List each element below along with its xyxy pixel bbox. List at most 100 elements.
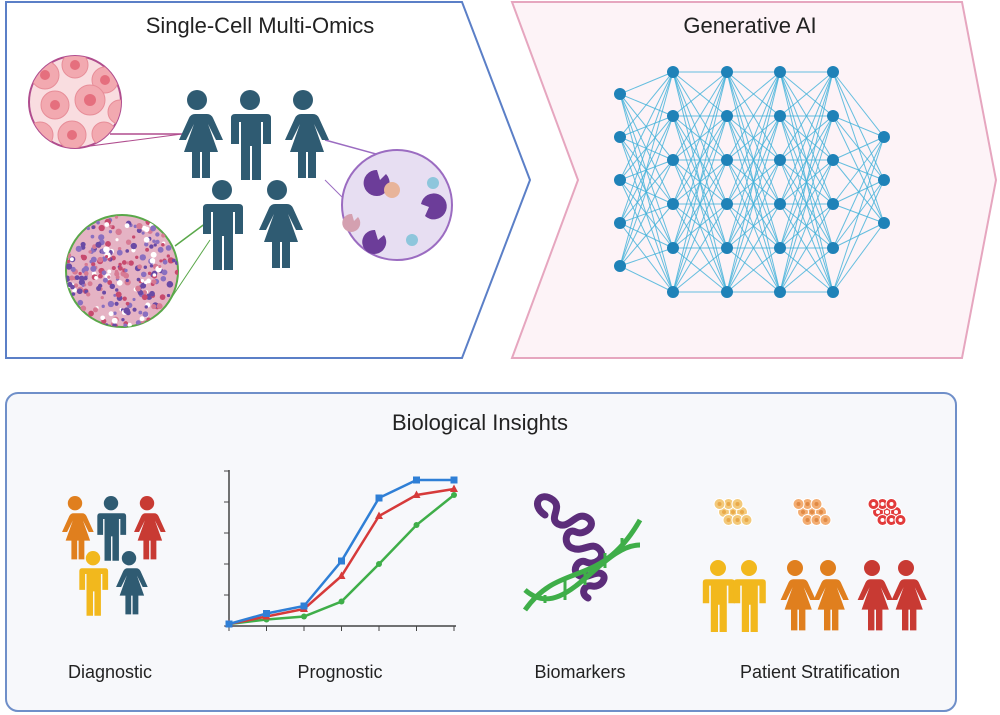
cluster-cell-nucleus bbox=[805, 502, 810, 506]
tissue-cell bbox=[104, 222, 110, 227]
network-edge bbox=[779, 71, 834, 249]
network-edge bbox=[726, 71, 781, 117]
insights-panel-title: Biological Insights bbox=[391, 410, 569, 435]
tissue-cell bbox=[140, 278, 145, 283]
tissue-cell bbox=[98, 234, 105, 241]
network-edge bbox=[779, 115, 834, 293]
tissue-cell bbox=[66, 275, 71, 282]
network-edge bbox=[619, 71, 674, 224]
tissue-cell bbox=[90, 234, 95, 239]
network-edge bbox=[726, 115, 781, 293]
tissue-cell bbox=[83, 275, 88, 281]
tissue-cell bbox=[149, 244, 154, 249]
network-edge bbox=[832, 136, 885, 205]
tissue-cell bbox=[138, 310, 143, 315]
series-point-2 bbox=[413, 522, 420, 528]
tissue-cell bbox=[155, 232, 160, 237]
tissue-cell bbox=[160, 275, 167, 282]
cluster-cell-nucleus bbox=[889, 502, 894, 506]
tissue-cell bbox=[96, 220, 100, 225]
network-node bbox=[827, 198, 839, 210]
tissue-cell bbox=[135, 255, 139, 259]
cell-cluster-red bbox=[867, 498, 907, 526]
network-node bbox=[827, 242, 839, 254]
network-edge bbox=[672, 159, 728, 293]
network-edge bbox=[832, 136, 885, 293]
tissue-cell bbox=[141, 231, 145, 235]
network-node bbox=[667, 110, 679, 122]
cluster-cell-nucleus bbox=[801, 510, 805, 514]
cluster-cell-nucleus bbox=[898, 518, 903, 522]
series-point-2 bbox=[301, 613, 307, 620]
tissue-cell bbox=[80, 241, 86, 247]
tissue-cell bbox=[101, 304, 105, 308]
network-edge bbox=[672, 203, 728, 293]
tissue-cell bbox=[113, 311, 117, 315]
cluster-cell-nucleus bbox=[880, 502, 885, 506]
tissue-cell bbox=[123, 272, 130, 279]
tissue-cell bbox=[125, 249, 130, 253]
tissue-cell bbox=[144, 305, 148, 309]
network-edge bbox=[619, 115, 674, 267]
tissue-cell bbox=[152, 239, 156, 244]
tissue-cell bbox=[86, 292, 91, 297]
tissue-cell bbox=[114, 215, 119, 219]
tissue-cell bbox=[139, 316, 145, 322]
network-node bbox=[614, 174, 626, 186]
tissue-cell bbox=[174, 269, 178, 275]
tissue-cell bbox=[166, 281, 174, 288]
tissue-cell bbox=[75, 245, 82, 252]
cluster-cell-nucleus bbox=[885, 510, 889, 514]
cluster-cell-nucleus bbox=[805, 518, 810, 522]
tissue-cell bbox=[132, 297, 136, 301]
cluster-cell-nucleus bbox=[876, 510, 880, 514]
cluster-cell-nucleus bbox=[740, 510, 744, 514]
network-edge bbox=[726, 247, 781, 293]
cell-cluster-orange bbox=[792, 498, 832, 526]
tissue-cell bbox=[153, 243, 157, 247]
neural-network-icon bbox=[614, 66, 890, 298]
network-edge bbox=[619, 265, 674, 293]
tissue-cell bbox=[124, 268, 128, 273]
network-edge bbox=[619, 71, 674, 138]
tissue-cell bbox=[109, 283, 116, 290]
tissue-cell bbox=[133, 224, 137, 229]
tissue-cell bbox=[161, 242, 165, 247]
tissue-cell bbox=[69, 275, 75, 281]
tissue-cell bbox=[130, 242, 137, 250]
tissue-cell bbox=[157, 246, 164, 253]
tissue-cell bbox=[121, 317, 125, 322]
tissue-cell bbox=[108, 311, 114, 317]
series-point-1 bbox=[375, 511, 383, 519]
tissue-cell bbox=[108, 229, 113, 234]
tissue-cell bbox=[165, 245, 172, 251]
tissue-cell bbox=[123, 307, 130, 314]
tissue-cell bbox=[91, 225, 96, 230]
insight-label-diagnostic: Diagnostic bbox=[67, 662, 153, 682]
tissue-cell bbox=[166, 293, 171, 298]
network-edge bbox=[779, 203, 834, 293]
series-point-2 bbox=[338, 598, 345, 605]
tissue-cell bbox=[96, 285, 102, 291]
tissue-cell bbox=[114, 269, 119, 274]
network-edge bbox=[779, 71, 834, 293]
series-point-0 bbox=[413, 476, 420, 484]
network-node bbox=[667, 154, 679, 166]
tissue-cell bbox=[107, 275, 111, 279]
network-node bbox=[827, 286, 839, 298]
tissue-cell bbox=[111, 265, 116, 271]
tissue-cell bbox=[167, 257, 175, 264]
tissue-cell bbox=[159, 259, 163, 263]
network-edge bbox=[779, 159, 834, 293]
tissue-cell bbox=[147, 271, 152, 276]
series-point-0 bbox=[263, 610, 270, 617]
cluster-cell-nucleus bbox=[722, 510, 726, 514]
network-edge bbox=[726, 71, 781, 249]
tissue-cell bbox=[98, 224, 105, 232]
tissue-cell bbox=[139, 254, 146, 261]
tissue-cell bbox=[125, 239, 132, 245]
network-edge bbox=[672, 71, 728, 205]
tissue-magnifier-green bbox=[65, 214, 211, 328]
network-edge bbox=[726, 71, 781, 205]
tissue-cell bbox=[122, 296, 127, 301]
